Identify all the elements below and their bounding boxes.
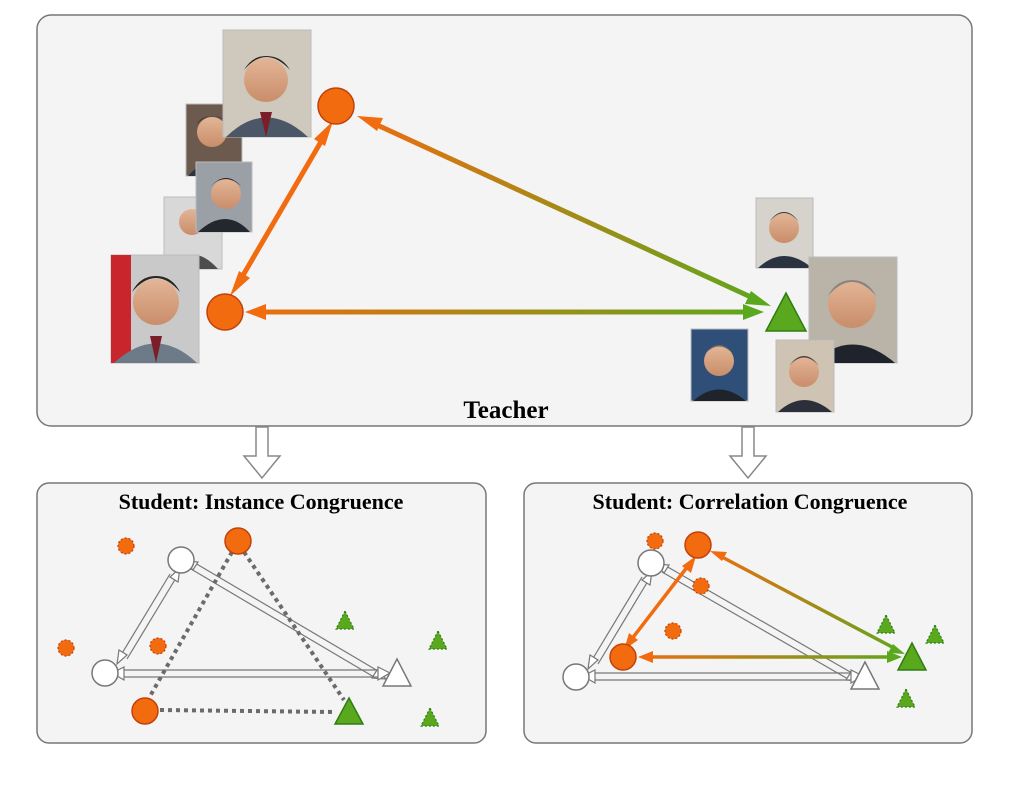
- teacher-edge-left: [230, 121, 333, 296]
- student-correlation-orange-node-left: [609, 643, 637, 671]
- face-photo: [690, 328, 749, 402]
- photo-group-person-b: [690, 197, 898, 413]
- student-correlation-label: Student: Correlation Congruence: [593, 489, 908, 514]
- student-correlation-hollow-circle-left: [562, 663, 590, 691]
- student-instance-label: Student: Instance Congruence: [119, 489, 404, 514]
- student-correlation-green-triangle: [896, 641, 928, 671]
- teacher-edge-top: [357, 116, 771, 306]
- teacher-node-orange-left: [206, 293, 244, 331]
- face-photo: [195, 161, 253, 233]
- student-instance-dotted-links: [147, 550, 346, 714]
- student-instance-orange-node-top: [224, 527, 252, 555]
- face-photo: [110, 254, 200, 364]
- student-instance-green-triangle: [333, 696, 365, 725]
- face-photo: [755, 197, 814, 269]
- student-instance-hollow-triangle: [381, 657, 413, 687]
- student-correlation-small-markers: [646, 532, 945, 708]
- student-instance-hollow-edges: [110, 560, 392, 682]
- teacher-edge-bottom: [245, 304, 764, 320]
- student-instance-hollow-circle-left: [91, 659, 119, 687]
- student-correlation-hollow-triangle: [849, 660, 881, 690]
- teacher-node-orange-top: [317, 87, 355, 125]
- student-instance-small-markers: [57, 537, 448, 727]
- student-correlation-orange-node-top: [684, 531, 712, 559]
- photo-group-person-a: [110, 29, 312, 364]
- student-correlation-edge-bottom: [638, 651, 902, 663]
- student-correlation-edge-top: [710, 551, 905, 654]
- student-correlation-hollow-circle-top: [637, 549, 665, 577]
- student-instance-panel: [36, 482, 487, 744]
- face-photo: [222, 29, 312, 138]
- student-instance-orange-node-bottom: [131, 697, 159, 725]
- student-instance-hollow-circle-top: [167, 546, 195, 574]
- teacher-node-green-triangle: [764, 291, 808, 332]
- teacher-label: Teacher: [463, 397, 548, 424]
- face-photo: [775, 339, 835, 413]
- down-arrow-left: [242, 426, 282, 480]
- down-arrow-right: [728, 426, 768, 480]
